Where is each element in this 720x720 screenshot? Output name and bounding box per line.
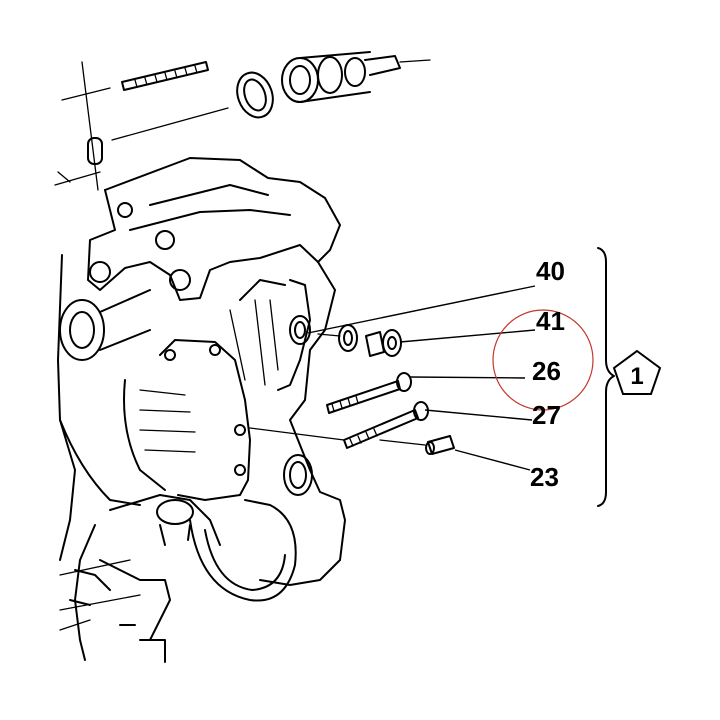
leader-26 xyxy=(409,376,526,379)
leader-27 xyxy=(424,409,533,421)
leader-41 xyxy=(399,329,536,343)
assembly-label: 1 xyxy=(630,363,643,390)
highlight-circle xyxy=(492,309,594,411)
grouping-brace xyxy=(597,247,615,507)
callout-40: 40 xyxy=(536,256,565,286)
assembly-pentagon xyxy=(612,349,662,395)
callout-26: 26 xyxy=(532,356,561,386)
leader-lines xyxy=(307,285,536,471)
part-41-plug-screw xyxy=(365,329,402,357)
crankcase-housing xyxy=(54,157,346,663)
leader-23 xyxy=(454,449,531,471)
part-27-bolt xyxy=(249,401,429,449)
part-26-bolt xyxy=(326,372,412,414)
top-components xyxy=(61,51,431,191)
leader-40 xyxy=(307,285,536,334)
callout-41: 41 xyxy=(536,306,565,336)
callout-23: 23 xyxy=(530,462,559,492)
part-23-dowel xyxy=(379,435,455,455)
callout-27: 27 xyxy=(532,400,561,430)
part-40-washer xyxy=(317,324,358,352)
